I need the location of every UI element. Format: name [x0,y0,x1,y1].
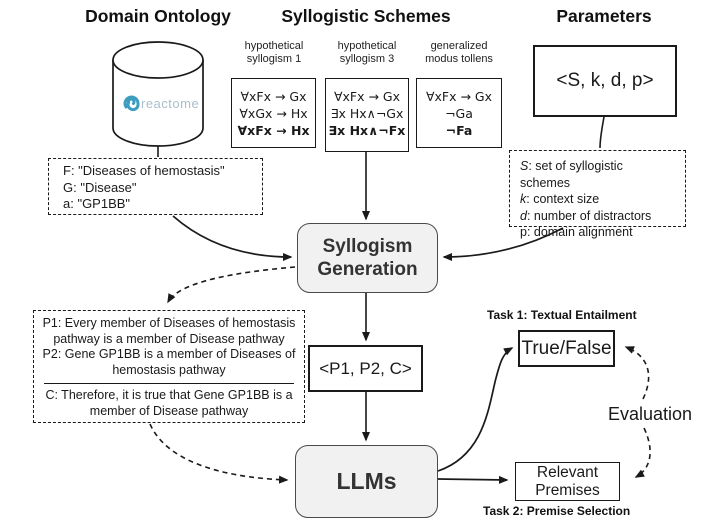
legend-item-s: S: set of syllogistic schemes [520,159,623,190]
scheme-3-label: generalized modus tollens [425,40,493,65]
relevant-premises-box: Relevant Premises [515,462,620,501]
reactome-spiral-icon [123,95,140,112]
scheme-1-box: ∀xFx → Gx ∀xGx → Hx ∀xFx → Hx [231,78,316,148]
mapping-line-g: G: "Disease" [63,179,137,195]
arrow-llms-to-premises [437,475,509,484]
syllogism-generation-box: Syllogism Generation [297,223,438,293]
header-parameters: Parameters [556,6,652,26]
evaluation-label: Evaluation [607,404,693,424]
example-premise-1: P1: Every member of Diseases of hemostas… [42,316,296,346]
parameters-legend-box: S: set of syllogistic schemes k: context… [509,150,686,239]
header-domain-ontology: Domain Ontology [85,6,231,26]
task2-label: Task 2: Premise Selection [483,504,631,518]
scheme-3-box: ∀xFx → Gx ¬Ga ¬Fa [416,78,502,148]
header-syllogistic-schemes: Syllogistic Schemes [281,6,451,26]
example-premise-2: P2: Gene GP1BB is a member of Diseases o… [42,347,296,377]
arrow-generation-to-example [167,266,296,304]
legend-item-d: d: number of distractors [520,208,652,223]
database-cylinder-icon [112,41,204,147]
example-conclusion: C: Therefore, it is true that Gene GP1BB… [45,388,293,418]
arrow-evaluation-to-premises [634,427,651,478]
true-false-box: True/False [518,330,615,367]
scheme-2-box: ∀xFx → Gx ∃x Hx∧¬Gx ∃x Hx∧¬Fx [325,78,409,152]
arrow-llms-to-truefalse [437,347,514,472]
legend-item-k: k: context size [520,192,600,206]
scheme-2-label: hypothetical syllogism 3 [337,40,397,65]
llms-box: LLMs [295,445,438,518]
mapping-line-f: F: "Diseases of hemostasis" [63,163,225,178]
ontology-mapping-box: F: "Diseases of hemostasis" G: "Disease"… [48,158,263,215]
legend-item-p: p: domain alignment [520,225,633,239]
arrow-example-to-llms [149,423,289,484]
premise-tuple-box: <P1, P2, C> [308,345,423,392]
mapping-line-a: a: "GP1BB" [63,196,131,211]
scheme-1-label: hypothetical syllogism 1 [244,40,304,65]
task1-label: Task 1: Textual Entailment [487,308,637,322]
parameters-tuple-box: <S, k, d, p> [533,45,677,117]
line-parameters-to-legend [599,116,605,149]
example-syllogism-box: P1: Every member of Diseases of hemostas… [33,310,305,423]
arrow-mapping-to-generation [172,215,293,261]
arrow-parameters-to-generation [442,227,564,261]
reactome-logo-text: reactome [141,96,200,111]
inference-divider [44,383,294,384]
arrow-evaluation-to-truefalse [624,346,650,400]
